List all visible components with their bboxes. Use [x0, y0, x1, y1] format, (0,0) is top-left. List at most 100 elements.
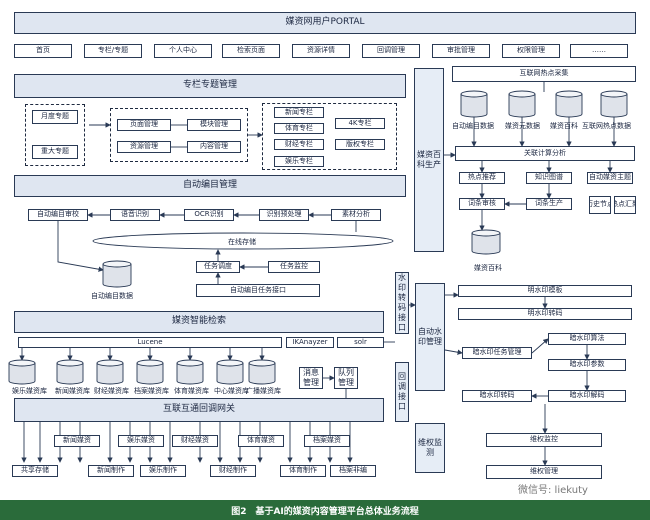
retrieval-db-4: 体育媒资库 [174, 387, 209, 395]
hot-title: 互联网热点采集 [452, 66, 636, 82]
column-right-4: 版权专栏 [335, 139, 385, 150]
retrieval-db-5: 中心媒资库 [214, 387, 249, 395]
retrieval-db-cyl-2 [96, 359, 124, 385]
gateway-bottom-1: 新闻制作 [88, 465, 134, 477]
retrieval-db-3: 档案媒资库 [134, 387, 169, 395]
column-mgmt-title: 专栏专题管理 [14, 74, 406, 98]
column-mid-1: 模块管理 [187, 119, 241, 131]
hot-baike-cyl [471, 229, 501, 255]
baike-production: 媒资百科生产 [414, 68, 444, 252]
hot-baike-label: 媒资百科 [474, 264, 502, 272]
nav-item-5: 回调管理 [362, 44, 420, 58]
retrieval-db-cyl-6 [248, 359, 276, 385]
retrieval-db-2: 财经媒资库 [94, 387, 129, 395]
wm-dark-4: 暗水印解码 [548, 390, 626, 402]
task-0: 任务调度 [196, 261, 240, 273]
wm-rights: 维权监测 [415, 423, 445, 473]
gateway-bottom-0: 共享存储 [12, 465, 58, 477]
hot-item-5: 词条审核 [459, 198, 505, 210]
column-right-1: 4K专栏 [335, 118, 385, 129]
column-mid-3: 内容管理 [187, 141, 241, 153]
retrieval-db-1: 新闻媒资库 [55, 387, 90, 395]
hot-db-cyl-2 [555, 90, 583, 118]
figure-caption: 图2 基于AI的媒资内容管理平台总体业务流程 [0, 500, 650, 520]
retrieval-db-cyl-0 [8, 359, 36, 385]
retrieval-db-6: 广播媒资库 [246, 387, 281, 395]
nav-item-1: 专栏/专题 [84, 44, 142, 58]
auto-catalog-title: 自动编目管理 [14, 175, 406, 197]
catalog-flow-3: 识别预处理 [259, 209, 309, 221]
hot-db-cyl-1 [508, 90, 536, 118]
wm-protect-0: 维权监控 [486, 433, 602, 447]
retrieval-db-cyl-4 [176, 359, 204, 385]
column-right-2: 体育专栏 [274, 123, 324, 134]
online-storage-label: 在线存储 [228, 238, 256, 246]
hot-item-6: 词条生产 [526, 198, 572, 210]
wm-dark-1: 暗水印算法 [548, 333, 626, 345]
hot-item-4: 热点汇聚 [614, 196, 636, 214]
wm-dark-2: 暗水印参数 [548, 359, 626, 371]
hot-item-3: 历史节点 [589, 196, 611, 214]
retrieval-title: 媒资智能检索 [14, 311, 384, 333]
hot-db-1: 媒资元数据 [505, 122, 540, 130]
wm-clear-1: 明水印转码 [458, 308, 632, 320]
wm-interface: 水印转码接口 [395, 272, 409, 334]
nav-item-3: 检索页面 [222, 44, 280, 58]
catalog-db-cyl [102, 260, 132, 288]
queue-0: 消息管理 [299, 367, 323, 389]
column-right-group [262, 103, 397, 170]
gateway-bottom-2: 娱乐制作 [140, 465, 186, 477]
wm-mgmt: 自动水印管理 [415, 283, 445, 391]
column-right-0: 新闻专栏 [274, 107, 324, 118]
catalog-flow-2: OCR识别 [184, 209, 234, 221]
gateway-media-2: 财经媒资 [172, 435, 218, 447]
hot-db-3: 互联网热点数据 [582, 122, 631, 130]
column-mid-0: 页面管理 [117, 119, 171, 131]
conn-mgmt-dark [444, 349, 463, 355]
nav-item-0: 首页 [14, 44, 72, 58]
column-right-5: 娱乐专栏 [274, 156, 324, 167]
catalog-interface: 自动编目任务接口 [196, 284, 320, 297]
wm-callback: 回调接口 [395, 362, 409, 422]
gateway-bottom-5: 档案非编 [330, 465, 376, 477]
engine-0: Lucene [18, 337, 282, 348]
column-mid-2: 资源管理 [117, 141, 171, 153]
hot-item-0: 热点推荐 [459, 172, 505, 184]
portal-bar: 媒资网用户PORTAL [14, 12, 636, 34]
gateway-media-3: 体育媒资 [238, 435, 284, 447]
watermark-label: 微信号: liekuty [518, 485, 588, 496]
nav-item-8: …… [570, 44, 628, 58]
wm-dark-0: 暗水印任务管理 [462, 347, 532, 359]
catalog-flow-1: 语音识别 [110, 209, 160, 221]
gateway-media-1: 娱乐媒资 [118, 435, 164, 447]
wm-protect-1: 维权管理 [486, 465, 602, 479]
gateway-bottom-4: 体育制作 [280, 465, 326, 477]
column-mid-group [110, 108, 248, 162]
gateway-bottom-3: 财经制作 [210, 465, 256, 477]
column-left-0: 月度专题 [32, 110, 78, 124]
gateway-media-0: 新闻媒资 [54, 435, 100, 447]
hot-db-0: 自动编目数据 [452, 122, 494, 130]
hot-db-2: 媒资百科 [550, 122, 578, 130]
hot-db-cyl-0 [460, 90, 488, 118]
online-storage-ellipse [92, 232, 394, 250]
task-1: 任务监控 [268, 261, 320, 273]
nav-item-2: 个人中心 [154, 44, 212, 58]
queue-1: 队列管理 [334, 367, 358, 389]
catalog-flow-0: 自动编目审校 [28, 209, 88, 221]
gateway-title: 互联互通回调网关 [14, 398, 384, 422]
nav-item-6: 审批管理 [432, 44, 490, 58]
retrieval-db-0: 娱乐媒资库 [12, 387, 47, 395]
nav-item-4: 资源详情 [292, 44, 350, 58]
hot-item-1: 知识图谱 [526, 172, 572, 184]
column-right-3: 财经专栏 [274, 139, 324, 150]
nav-item-7: 权限管理 [502, 44, 560, 58]
conn-dark-alg [531, 338, 549, 354]
wm-dark-3: 暗水印转码 [462, 390, 532, 402]
retrieval-db-cyl-1 [56, 359, 84, 385]
wm-clear-0: 明水印模板 [458, 285, 632, 297]
hot-item-2: 自动媒资主题 [587, 172, 633, 184]
gateway-media-4: 档案媒资 [304, 435, 350, 447]
